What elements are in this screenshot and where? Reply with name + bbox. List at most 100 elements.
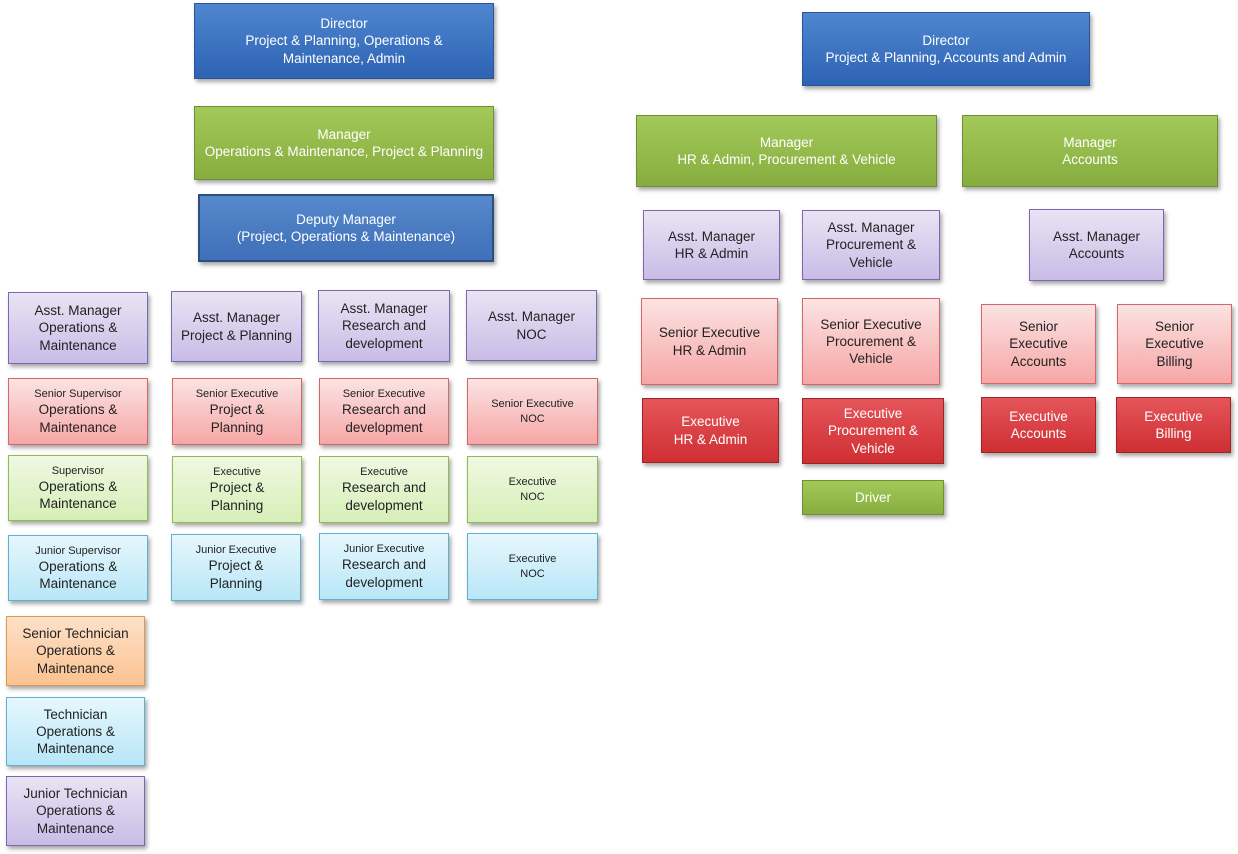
hr-executive-title: Executive [681, 414, 740, 430]
hr-senior-executive-title: Senior Executive [658, 325, 761, 341]
pp-junior-executive-title: Junior Executive [195, 544, 277, 557]
acc-executive-title: Executive [1009, 408, 1068, 424]
hr-executive-scope: HR & Admin [673, 431, 748, 447]
pp-senior-executive-title: Senior Executive [195, 388, 279, 401]
billing-executive-scope: Billing [1155, 426, 1192, 441]
proc-asst-manager-scope: Procurement & Vehicle [825, 237, 917, 270]
om-junior-technician-title: Junior Technician [23, 786, 128, 802]
rd-executive-scope: Research and development [341, 480, 427, 513]
om-junior-supervisor-box: Junior Supervisor Operations & Maintenan… [8, 535, 148, 601]
manager-hr-title: Manager [759, 134, 814, 150]
noc-executive-2-scope: NOC [520, 567, 545, 580]
noc-executive-2-box: Executive NOC [467, 533, 598, 600]
pp-executive-title: Executive [213, 466, 261, 479]
pp-executive-box: Executive Project & Planning [172, 456, 302, 523]
om-senior-supervisor-title: Senior Supervisor [34, 388, 122, 401]
director-left-title: Director [320, 16, 368, 32]
proc-senior-executive-title: Senior Executive [820, 316, 922, 332]
noc-executive-2-title: Executive [508, 553, 557, 566]
pp-junior-executive-scope: Project & Planning [208, 558, 264, 591]
acc-asst-manager-scope: Accounts [1068, 246, 1125, 261]
om-senior-technician-box: Senior Technician Operations & Maintenan… [6, 616, 145, 686]
acc-asst-manager-title: Asst. Manager [1052, 228, 1141, 244]
rd-asst-manager-scope: Research and development [341, 318, 427, 351]
deputy-manager-title: Deputy Manager [296, 211, 396, 227]
om-junior-supervisor-title: Junior Supervisor [35, 544, 121, 557]
pp-asst-manager-title: Asst. Manager [192, 310, 281, 326]
om-junior-supervisor-scope: Operations & Maintenance [38, 558, 118, 592]
hr-executive-box: Executive HR & Admin [642, 398, 779, 463]
pp-executive-scope: Project & Planning [209, 480, 265, 513]
om-technician-box: Technician Operations & Maintenance [6, 697, 145, 766]
director-right-scope: Project & Planning, Accounts and Admin [825, 50, 1067, 65]
om-asst-manager-scope: Operations & Maintenance [38, 320, 118, 353]
rd-executive-box: Executive Research and development [319, 456, 449, 523]
rd-asst-manager-title: Asst. Manager [340, 301, 428, 317]
billing-senior-executive-title: Senior Executive [1145, 319, 1204, 352]
om-senior-supervisor-box: Senior Supervisor Operations & Maintenan… [8, 378, 148, 445]
noc-executive-box: Executive NOC [467, 456, 598, 523]
manager-om-pp-box: Manager Operations & Maintenance, Projec… [194, 106, 494, 180]
billing-senior-executive-box: Senior Executive Billing [1117, 304, 1232, 384]
acc-senior-executive-title: Senior Executive [1009, 319, 1068, 352]
om-technician-scope: Operations & Maintenance [36, 723, 115, 757]
om-senior-technician-title: Senior Technician [22, 626, 129, 642]
driver-title: Driver [855, 489, 891, 505]
manager-accounts-scope: Accounts [1062, 152, 1118, 167]
noc-asst-manager-box: Asst. Manager NOC [466, 290, 597, 361]
rd-executive-title: Executive [360, 466, 408, 479]
acc-executive-scope: Accounts [1010, 426, 1067, 441]
om-senior-supervisor-scope: Operations & Maintenance [38, 402, 118, 435]
proc-asst-manager-title: Asst. Manager [827, 220, 915, 236]
noc-senior-executive-title: Senior Executive [491, 398, 574, 411]
om-supervisor-title: Supervisor [51, 464, 105, 477]
noc-senior-executive-scope: NOC [520, 412, 545, 425]
director-right-box: Director Project & Planning, Accounts an… [802, 12, 1090, 86]
hr-asst-manager-scope: HR & Admin [674, 246, 749, 261]
hr-senior-executive-box: Senior Executive HR & Admin [641, 298, 778, 385]
billing-executive-title: Executive [1144, 408, 1203, 424]
rd-asst-manager-box: Asst. Manager Research and development [318, 290, 450, 362]
rd-junior-executive-title: Junior Executive [343, 543, 425, 556]
manager-accounts-title: Manager [1063, 134, 1117, 150]
noc-senior-executive-box: Senior Executive NOC [467, 378, 598, 445]
director-left-scope: Project & Planning, Operations & Mainten… [245, 33, 443, 66]
manager-om-pp-title: Manager [317, 126, 371, 142]
proc-executive-box: Executive Procurement & Vehicle [802, 398, 944, 464]
rd-junior-executive-scope: Research and development [341, 557, 427, 590]
om-supervisor-scope: Operations & Maintenance [38, 478, 118, 512]
acc-senior-executive-box: Senior Executive Accounts [981, 304, 1096, 384]
rd-junior-executive-box: Junior Executive Research and developmen… [319, 533, 449, 600]
proc-executive-scope: Procurement & Vehicle [827, 423, 919, 456]
manager-om-pp-scope: Operations & Maintenance, Project & Plan… [204, 144, 484, 159]
om-supervisor-box: Supervisor Operations & Maintenance [8, 455, 148, 521]
rd-senior-executive-box: Senior Executive Research and developmen… [319, 378, 449, 445]
proc-senior-executive-box: Senior Executive Procurement & Vehicle [802, 298, 940, 385]
director-right-title: Director [922, 32, 970, 48]
deputy-manager-box: Deputy Manager (Project, Operations & Ma… [198, 194, 494, 262]
rd-senior-executive-title: Senior Executive [342, 388, 426, 401]
director-left-box: Director Project & Planning, Operations … [194, 3, 494, 79]
noc-executive-scope: NOC [520, 490, 545, 503]
noc-asst-manager-scope: NOC [516, 326, 547, 342]
pp-asst-manager-scope: Project & Planning [180, 327, 293, 343]
acc-executive-box: Executive Accounts [981, 397, 1096, 453]
pp-junior-executive-box: Junior Executive Project & Planning [171, 534, 301, 601]
om-senior-technician-scope: Operations & Maintenance [36, 643, 115, 676]
rd-senior-executive-scope: Research and development [341, 402, 427, 435]
om-technician-title: Technician [43, 706, 108, 722]
noc-executive-title: Executive [508, 476, 557, 489]
deputy-manager-scope: (Project, Operations & Maintenance) [236, 229, 456, 244]
manager-hr-scope: HR & Admin, Procurement & Vehicle [677, 152, 896, 167]
hr-senior-executive-scope: HR & Admin [672, 342, 747, 358]
om-asst-manager-title: Asst. Manager [34, 303, 122, 319]
pp-senior-executive-scope: Project & Planning [209, 402, 265, 435]
pp-asst-manager-box: Asst. Manager Project & Planning [171, 291, 302, 362]
proc-asst-manager-box: Asst. Manager Procurement & Vehicle [802, 210, 940, 280]
hr-asst-manager-box: Asst. Manager HR & Admin [643, 210, 780, 280]
acc-asst-manager-box: Asst. Manager Accounts [1029, 209, 1164, 281]
acc-senior-executive-scope: Accounts [1010, 353, 1067, 369]
manager-hr-box: Manager HR & Admin, Procurement & Vehicl… [636, 115, 937, 187]
billing-senior-executive-scope: Billing [1156, 353, 1193, 369]
om-junior-technician-box: Junior Technician Operations & Maintenan… [6, 776, 145, 846]
